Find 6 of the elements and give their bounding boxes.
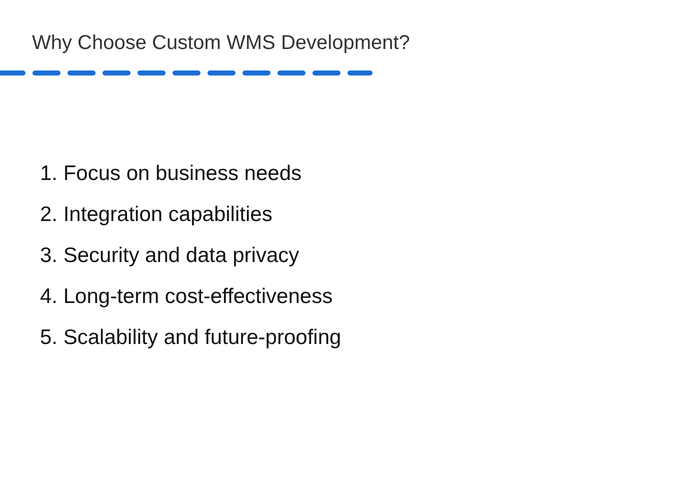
- list-item: 5. Scalability and future-proofing: [40, 326, 342, 350]
- list-item: 2. Integration capabilities: [40, 203, 272, 227]
- list-item: 4. Long-term cost-effectiveness: [40, 285, 333, 309]
- list-item: 1. Focus on business needs: [40, 162, 302, 186]
- list-item: 3. Security and data privacy: [40, 244, 300, 268]
- title: Why Choose Custom WMS Development?: [32, 32, 410, 55]
